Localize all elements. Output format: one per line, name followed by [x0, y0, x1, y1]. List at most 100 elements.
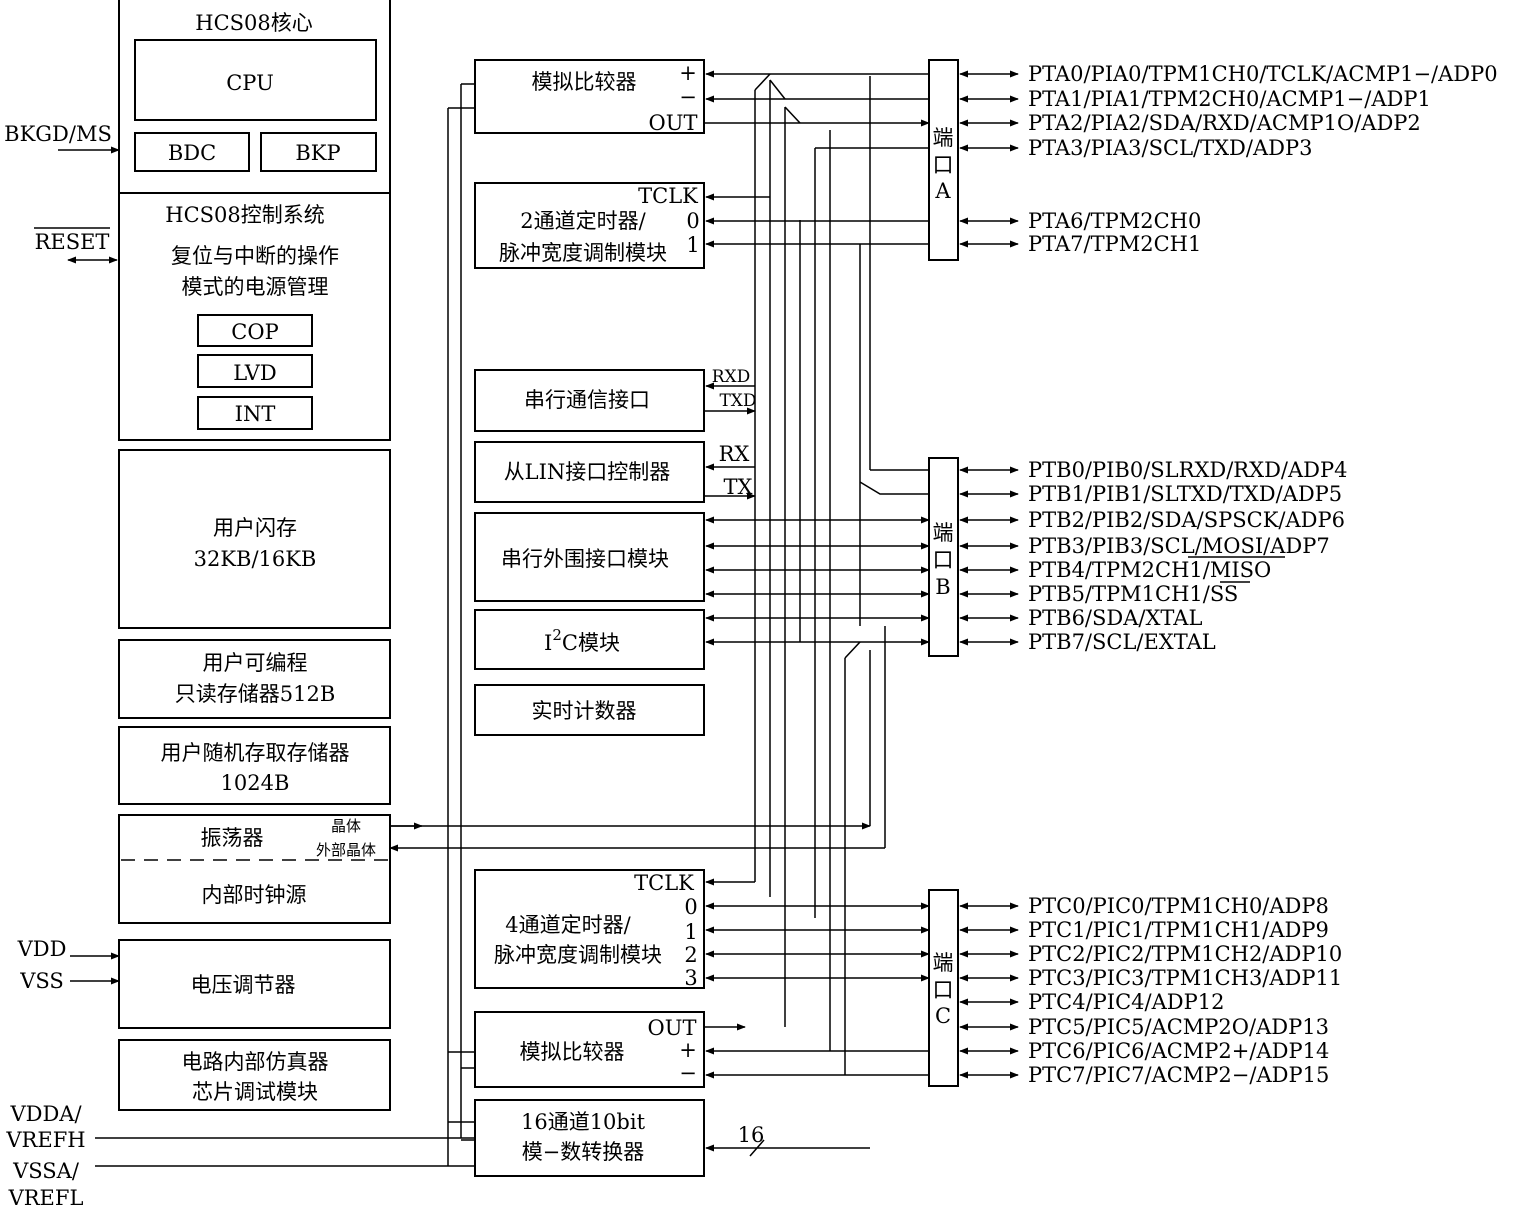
sci-txd: TXD	[719, 391, 756, 411]
spi-label: 串行外围接口模块	[501, 547, 669, 571]
lvd-box	[197, 354, 313, 388]
pin-pta2: PTA2/PIA2/SDA/RXD/ACMP1O/ADP2	[1028, 111, 1421, 135]
acmp1-block: 模拟比较器 + − OUT	[474, 59, 705, 135]
tpm1-label-1: 4通道定时器/	[505, 913, 631, 937]
adc-label-2: 模−数转换器	[522, 1140, 645, 1164]
pin-vrefl: VREFL	[8, 1186, 84, 1210]
flash-label-1: 用户闪存	[213, 516, 297, 540]
pin-ptb4: PTB4/TPM2CH1/MISO	[1028, 558, 1271, 582]
port-a-pins: PTA0/PIA0/TPM1CH0/TCLK/ACMP1−/ADP0 PTA1/…	[1028, 62, 1498, 256]
tpm1-ch0: 0	[684, 895, 697, 919]
adc-bus-slash	[749, 1139, 765, 1157]
port-a-label-3: A	[934, 179, 951, 203]
acmp2-plus: +	[679, 1038, 697, 1062]
bkp-label: BKP	[295, 141, 340, 165]
tpm2-tclk: TCLK	[638, 184, 698, 208]
eeprom-label-1: 用户可编程	[203, 651, 308, 675]
routing-lines: 16	[704, 70, 930, 1157]
regulator-label: 电压调节器	[191, 973, 296, 997]
pin-vrefh: VREFH	[5, 1128, 85, 1152]
iic-suffix: C模块	[562, 631, 620, 655]
left-pins: BKGD/MS RESET VDD VSS VDDA/ VREFH VSSA/ …	[4, 122, 120, 1210]
tpm1-ch2: 2	[684, 943, 697, 967]
ram-block: 用户随机存取存储器 1024B	[118, 726, 391, 805]
pin-ptb2: PTB2/PIB2/SDA/SPSCK/ADP6	[1028, 508, 1345, 532]
pin-ptc7: PTC7/PIC7/ACMP2−/ADP15	[1028, 1063, 1329, 1087]
rtc-block: 实时计数器	[474, 684, 705, 736]
flash-block: 用户闪存 32KB/16KB	[118, 449, 391, 629]
pin-bkgd: BKGD/MS	[4, 122, 112, 146]
pin-vss: VSS	[19, 969, 64, 993]
slic-label: 从LIN接口控制器	[504, 460, 671, 484]
hcs08-control-block: HCS08控制系统 复位与中断的操作 模式的电源管理 COP LVD INT	[118, 192, 391, 441]
regulator-block: 电压调节器	[118, 939, 391, 1029]
tpm1-tclk: TCLK	[634, 871, 694, 895]
crystal-label: 晶体	[331, 817, 361, 835]
iic-prefix: I	[544, 631, 552, 655]
tpm1-label-2: 脉冲宽度调制模块	[494, 943, 662, 967]
acmp2-label: 模拟比较器	[520, 1040, 625, 1064]
pin-ptc3: PTC3/PIC3/TPM1CH3/ADP11	[1028, 966, 1342, 990]
tpm1-ch3: 3	[684, 966, 697, 990]
cop-box	[197, 314, 313, 347]
cop-label: COP	[231, 320, 278, 344]
pin-ptb7: PTB7/SCL/EXTAL	[1028, 630, 1216, 654]
rtc-label: 实时计数器	[532, 699, 637, 723]
lvd-label: LVD	[233, 361, 276, 385]
adc-label-1: 16通道10bit	[521, 1110, 646, 1134]
tpm2-ch0: 0	[686, 209, 699, 233]
flash-label-2: 32KB/16KB	[194, 547, 317, 571]
pin-pta7: PTA7/TPM2CH1	[1028, 232, 1201, 256]
tpm1-ch1: 1	[684, 920, 697, 944]
adc-bus-width: 16	[738, 1123, 765, 1147]
internal-bus	[95, 83, 886, 1167]
port-a: 端 口 A	[928, 59, 959, 261]
acmp2-block: OUT 模拟比较器 + −	[474, 1011, 705, 1088]
eeprom-label-2: 只读存储器512B	[175, 682, 336, 706]
pin-vdda: VDDA/	[9, 1102, 82, 1126]
bdc-label: BDC	[168, 141, 216, 165]
slic-rx: RX	[719, 442, 750, 466]
pin-vssa: VSSA/	[12, 1159, 80, 1183]
pin-ptc5: PTC5/PIC5/ACMP2O/ADP13	[1028, 1015, 1329, 1039]
sci-label: 串行通信接口	[524, 388, 650, 412]
pin-ptb0: PTB0/PIB0/SLRXD/RXD/ADP4	[1028, 458, 1347, 482]
pin-reset: RESET	[35, 230, 110, 254]
adc-block: 16通道10bit 模−数转换器	[474, 1099, 705, 1177]
pin-arrows	[959, 70, 1019, 1079]
ext-crystal-label: 外部晶体	[316, 841, 376, 859]
pin-ptc4: PTC4/PIC4/ADP12	[1028, 990, 1224, 1014]
acmp1-minus: −	[679, 85, 697, 109]
tpm2-label-2: 脉冲宽度调制模块	[499, 241, 667, 265]
pin-pta1: PTA1/PIA1/TPM2CH0/ACMP1−/ADP1	[1028, 87, 1431, 111]
ram-label-1: 用户随机存取存储器	[161, 741, 350, 765]
acmp1-plus: +	[679, 61, 697, 85]
pin-pta6: PTA6/TPM2CH0	[1028, 209, 1201, 233]
oscillator-label: 振荡器	[201, 826, 264, 850]
port-a-label-2: 口	[933, 153, 954, 177]
port-b-pins: PTB0/PIB0/SLRXD/RXD/ADP4 PTB1/PIB1/SLTXD…	[1028, 458, 1347, 654]
debug-block: 电路内部仿真器 芯片调试模块	[118, 1039, 391, 1111]
port-c-label-2: 口	[933, 978, 954, 1002]
port-b-label-1: 端	[933, 521, 954, 545]
control-title: HCS08控制系统	[165, 203, 325, 227]
port-b: 端 口 B	[928, 457, 959, 657]
sci-block: 串行通信接口 RXD TXD	[474, 367, 757, 432]
port-b-label-2: 口	[933, 548, 954, 572]
control-desc-1: 复位与中断的操作	[171, 244, 339, 268]
pin-ptb5: PTB5/TPM1CH1/SS	[1028, 582, 1238, 606]
tpm2-label-1: 2通道定时器/	[520, 209, 646, 233]
pin-ptb1: PTB1/PIB1/SLTXD/TXD/ADP5	[1028, 482, 1342, 506]
iic-superscript: 2	[552, 626, 562, 644]
slic-block: 从LIN接口控制器 RX TX	[474, 441, 753, 503]
oscillator-block: 振荡器 晶体 外部晶体 内部时钟源	[118, 814, 391, 924]
pin-ptc1: PTC1/PIC1/TPM1CH1/ADP9	[1028, 918, 1329, 942]
pin-ptc0: PTC0/PIC0/TPM1CH0/ADP8	[1028, 894, 1329, 918]
port-a-label-1: 端	[933, 126, 954, 150]
iic-label: I2C模块	[544, 626, 620, 655]
port-b-label-3: B	[935, 575, 950, 599]
acmp2-out: OUT	[648, 1016, 697, 1040]
cpu-box	[134, 39, 377, 121]
acmp1-label: 模拟比较器	[532, 70, 637, 94]
